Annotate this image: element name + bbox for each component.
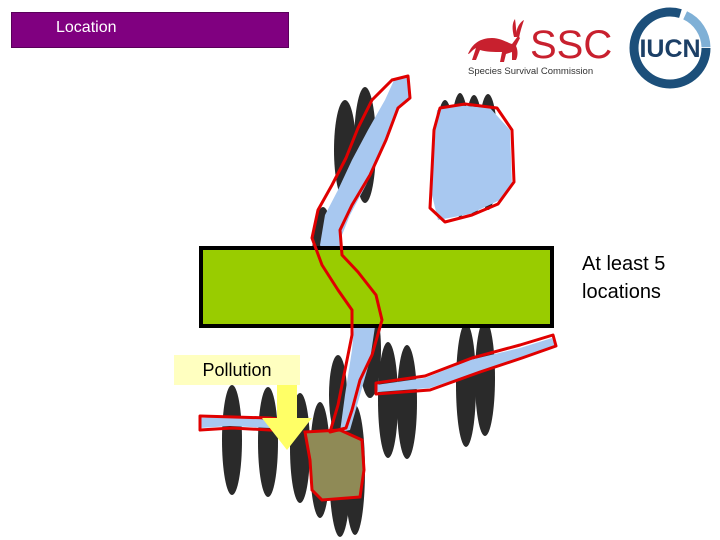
subpopulation-marker <box>258 387 278 497</box>
iucn-logo-text: IUCN <box>639 35 700 63</box>
location-outline-east-branch <box>374 333 558 396</box>
ssc-logo: SSC Species Survival Commission <box>468 19 612 77</box>
subpopulation-marker <box>397 345 417 459</box>
subpopulation-marker <box>475 320 495 436</box>
iucn-ring-logo-icon <box>629 7 711 89</box>
iucn-logo: IUCN <box>629 7 711 89</box>
location-count-callout: At least 5 locations <box>582 253 666 303</box>
subpopulation-marker <box>378 342 398 458</box>
ssc-logo-text: SSC <box>530 23 612 67</box>
green-area <box>199 246 554 328</box>
ssc-logo-subtitle: Species Survival Commission <box>468 66 593 77</box>
location-outline-pond <box>428 102 516 224</box>
slide-title: Location <box>11 12 289 48</box>
subpopulation-marker <box>222 385 242 495</box>
polluted-area <box>303 428 366 502</box>
pollution-label: Pollution <box>174 355 300 385</box>
location-outline-river-main <box>310 74 412 434</box>
down-arrow-icon <box>262 385 312 450</box>
antelope-logo-icon <box>468 19 524 62</box>
subpopulation-marker <box>456 323 476 447</box>
